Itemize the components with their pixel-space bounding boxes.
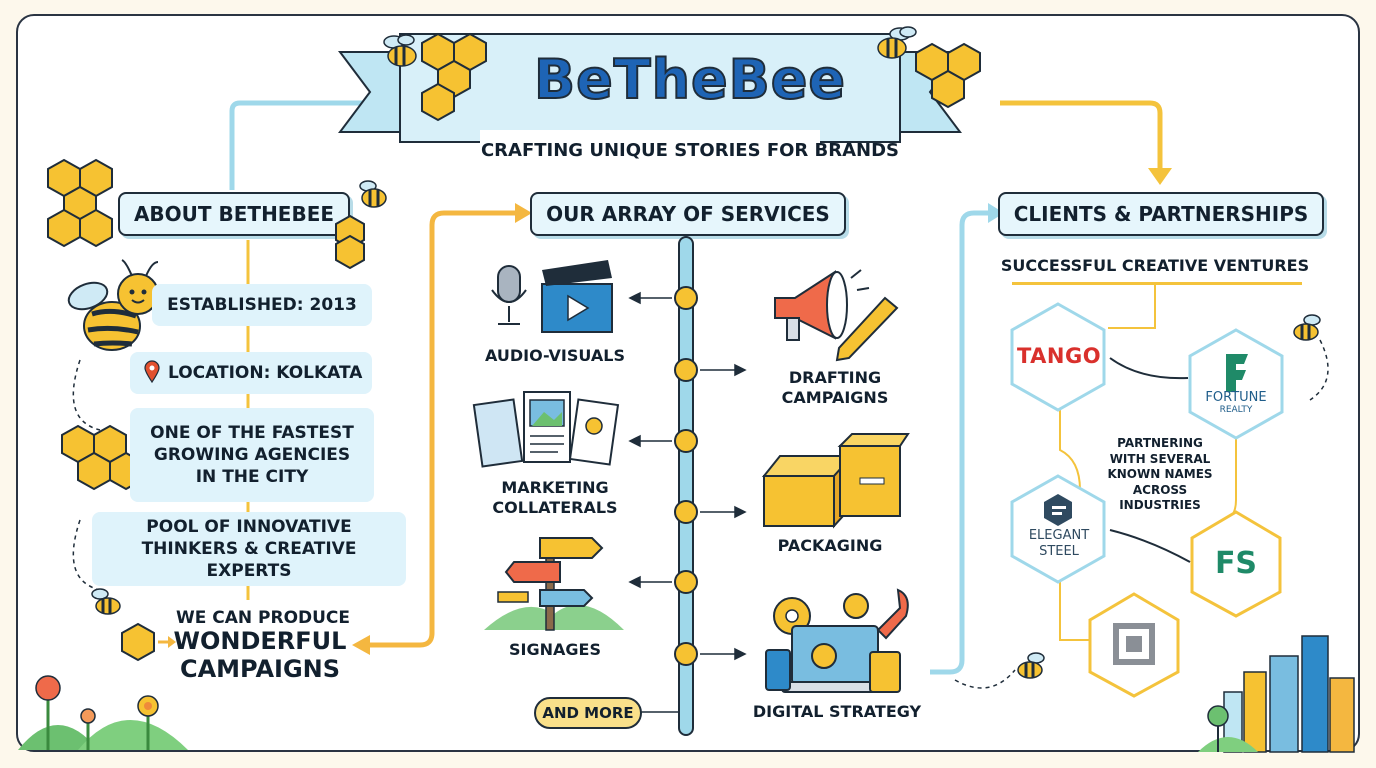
bee-icon: [91, 588, 121, 615]
logo-tango: TANGO: [1016, 344, 1102, 368]
service-label-marketing-collaterals: MARKETING COLLATERALS: [492, 478, 618, 517]
devices-rocket-icon: [765, 588, 909, 693]
flowers-decoration-icon: [18, 675, 188, 750]
logo-elegant-line1: ELEGANT: [1028, 528, 1090, 543]
honeycomb-icon: [915, 42, 981, 109]
logo-elegant-line2: STEEL: [1039, 544, 1079, 559]
fastest-growing-box: ONE OF THE FASTEST GROWING AGENCIES IN T…: [130, 408, 374, 502]
logo-fortune-line2: REALTY: [1219, 405, 1253, 415]
about-header: ABOUT BETHEBEE: [118, 192, 350, 236]
subheader-underline: [1012, 282, 1302, 285]
signpost-icon: [484, 537, 624, 631]
produce-big-text: WONDERFUL CAMPAIGNS: [173, 627, 347, 683]
service-label-packaging: PACKAGING: [777, 536, 883, 555]
bee-icon: [1293, 314, 1321, 341]
location-pin-icon: [144, 360, 160, 384]
services-header: OUR ARRAY OF SERVICES: [530, 192, 846, 236]
service-label-signages: SIGNAGES: [509, 640, 601, 659]
clients-header: CLIENTS & PARTNERSHIPS: [998, 192, 1324, 236]
produce-small-text: WE CAN PRODUCE: [175, 608, 351, 628]
logo-fs: FS: [1214, 546, 1258, 581]
service-label-digital-strategy: DIGITAL STRATEGY: [752, 702, 922, 721]
location-text: LOCATION: KOLKATA: [168, 362, 363, 383]
mascot-bee-icon: [67, 259, 159, 351]
pool-box: POOL OF INNOVATIVE THINKERS & CREATIVE E…: [92, 512, 406, 586]
bee-icon: [383, 34, 417, 67]
bee-icon: [1017, 652, 1045, 679]
honeycomb-icon: [121, 622, 155, 662]
megaphone-pencil-icon: [774, 269, 899, 362]
boxes-icon: [761, 433, 910, 529]
service-label-drafting-campaigns: DRAFTING CAMPAIGNS: [781, 368, 889, 407]
partnering-text: PARTNERING WITH SEVERAL KNOWN NAMES ACRO…: [1107, 436, 1213, 513]
arrow-right-icon: [158, 636, 176, 648]
location-box: LOCATION: KOLKATA: [130, 352, 372, 394]
clapperboard-mic-icon: [491, 260, 613, 333]
bee-honeycomb-icon: [335, 180, 387, 270]
established-box: ESTABLISHED: 2013: [152, 284, 372, 326]
service-label-audio-visuals: AUDIO-VISUALS: [485, 346, 625, 365]
page-title: BeTheBee: [533, 47, 847, 112]
honeycomb-icon: [421, 32, 487, 122]
honeycomb-icon: [47, 158, 113, 248]
and-more-pill: AND MORE: [534, 697, 642, 729]
logo-fortune-line1: FORTUNE: [1205, 390, 1267, 405]
clients-subheader: SUCCESSFUL CREATIVE VENTURES: [1000, 256, 1310, 275]
brochures-icon: [472, 391, 620, 468]
bee-icon: [877, 26, 917, 59]
city-skyline-icon: [1198, 635, 1355, 753]
tagline: CRAFTING UNIQUE STORIES FOR BRANDS: [480, 140, 900, 161]
